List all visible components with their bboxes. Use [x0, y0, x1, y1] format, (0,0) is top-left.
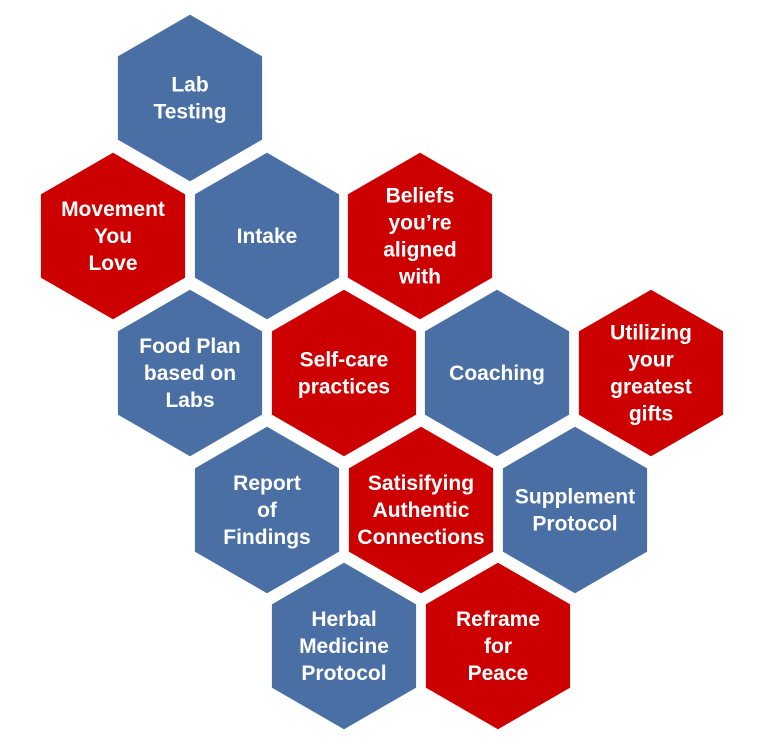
hexagon-intake: Intake: [191, 149, 343, 323]
hexagon-label-line: Supplement: [515, 486, 635, 509]
hexagon-label-line: Herbal: [311, 608, 376, 631]
hexagon-label-line: Food Plan: [139, 335, 241, 358]
hexagon-label-line: Findings: [223, 526, 311, 549]
hexagon-label-line: practices: [298, 376, 390, 399]
hexagon-shape: [268, 559, 420, 733]
hexagon-coaching: Coaching: [421, 286, 573, 460]
hexagon-label: Food Plan based on Labs: [139, 335, 241, 412]
hexagon-shape: [268, 286, 420, 460]
hexagon-label-line: Coaching: [449, 362, 545, 385]
hexagon-label-line: Reframe: [456, 608, 540, 631]
hexagon-label: Utilizing your greatest gifts: [610, 322, 692, 426]
hexagon-label-line: Protocol: [532, 513, 617, 536]
hexagon-label-line: Satisifying: [368, 472, 474, 495]
hexagon-label-line: Connections: [357, 526, 484, 549]
hexagon-label-line: Peace: [468, 662, 529, 685]
hexagon-label: Beliefs you’re aligned with: [383, 185, 457, 289]
hexagon-label: Intake: [237, 225, 298, 248]
hexagon-label-line: Testing: [153, 101, 226, 124]
hexagon-label-line: You: [94, 225, 132, 248]
hexagon-label-line: for: [484, 635, 512, 658]
hexagon-utilizing-gifts: Utilizing your greatest gifts: [575, 286, 727, 460]
hexagon-label-line: Lab: [171, 74, 208, 97]
hexagon-label-line: Beliefs: [386, 185, 455, 208]
hexagon-label-line: Intake: [237, 225, 298, 248]
hexagon-shape: [345, 423, 497, 597]
hexagon-label-line: Protocol: [301, 662, 386, 685]
hexagon-beliefs-aligned: Beliefs you’re aligned with: [344, 149, 496, 323]
hexagon-label-line: with: [398, 266, 441, 289]
hexagon-shape: [191, 423, 343, 597]
hexagon-label-line: Report: [233, 472, 301, 495]
hexagon-food-plan: Food Plan based on Labs: [114, 286, 266, 460]
hexagon-shape: [499, 423, 651, 597]
hexagon-shape: [422, 559, 574, 733]
hexagon-shape: [191, 149, 343, 323]
hexagon-label-line: you’re: [388, 212, 451, 235]
hexagon-shape: [114, 11, 266, 185]
hexagon-label-line: Medicine: [299, 635, 389, 658]
hexagon-label-line: aligned: [383, 239, 457, 262]
hexagon-label-line: Movement: [61, 198, 165, 221]
hexagon-label: Coaching: [449, 362, 545, 385]
hexagon-self-care: Self-care practices: [268, 286, 420, 460]
hexagon-label-line: based on: [144, 362, 236, 385]
hexagon-label-line: greatest: [610, 376, 692, 399]
hexagon-label-line: Love: [88, 252, 137, 275]
hexagon-shape: [114, 286, 266, 460]
hexagon-label-line: Self-care: [300, 349, 389, 372]
hexagon-shape: [421, 286, 573, 460]
hexagon-label-line: Authentic: [373, 499, 470, 522]
hexagon-label-line: of: [257, 499, 278, 522]
hexagon-label-line: Labs: [165, 389, 214, 412]
hexagon-shape: [575, 286, 727, 460]
hexagon-label-line: your: [628, 349, 674, 372]
hexagon-label-line: Utilizing: [610, 322, 692, 345]
hexagon-shape: [37, 149, 189, 323]
hexagon-label-line: gifts: [629, 403, 673, 426]
hexagon-label: Self-care practices: [298, 349, 390, 399]
hexagon-shape: [344, 149, 496, 323]
